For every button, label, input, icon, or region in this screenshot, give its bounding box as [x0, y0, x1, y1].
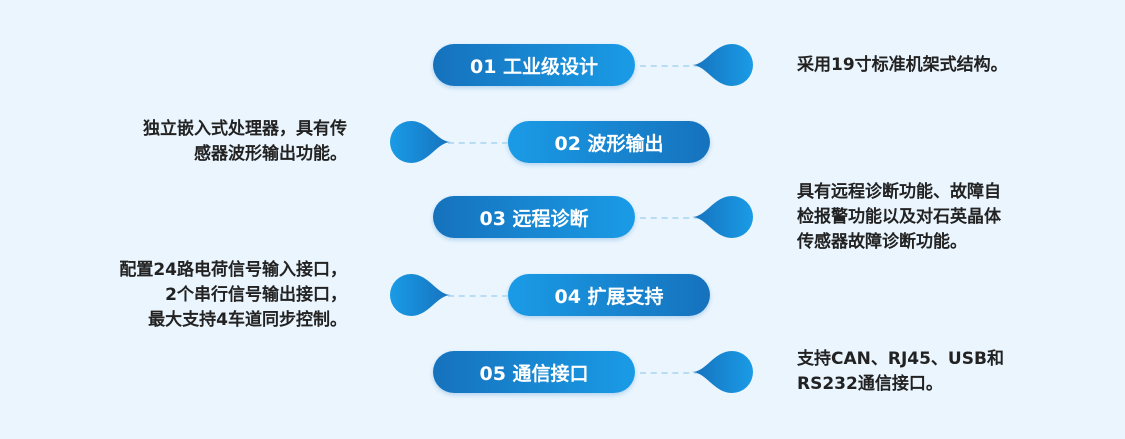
feature-title-pill: 04 扩展支持 [508, 274, 710, 316]
dashed-connector [640, 372, 700, 374]
description-line: 支持CAN、RJ45、USB和 [797, 349, 1004, 369]
description-line: 最大支持4车道同步控制。 [148, 309, 347, 330]
dashed-connector [448, 142, 508, 144]
description-line: 感器波形输出功能。 [194, 144, 347, 164]
description-line: 配置24路电荷信号输入接口， [119, 259, 347, 280]
description-line: 独立嵌入式处理器，具有传 [143, 119, 347, 139]
dashed-connector [448, 295, 508, 297]
feature-description: 配置24路电荷信号输入接口， 2个串行信号输出接口， 最大支持4车道同步控制。 [119, 258, 347, 333]
description-line: 具有远程诊断功能、故障自 [797, 181, 1001, 202]
feature-title-pill: 02 波形输出 [508, 121, 710, 163]
dashed-connector [640, 65, 700, 67]
description-line: RS232通信接口。 [797, 374, 943, 394]
dashed-connector [640, 217, 700, 219]
description-line: 采用19寸标准机架式结构。 [797, 54, 1008, 75]
feature-description: 支持CAN、RJ45、USB和 RS232通信接口。 [797, 347, 1004, 397]
feature-description: 独立嵌入式处理器，具有传感器波形输出功能。 [143, 117, 347, 167]
droplet-icon [390, 274, 451, 316]
description-line: 2个串行信号输出接口， [165, 284, 347, 305]
description-line: 传感器故障诊断功能。 [797, 231, 967, 252]
feature-description: 具有远程诊断功能、故障自检报警功能以及对石英晶体传感器故障诊断功能。 [797, 180, 1001, 255]
droplet-icon [692, 44, 753, 86]
droplet-icon [390, 121, 451, 163]
feature-title-pill: 01 工业级设计 [433, 44, 635, 86]
feature-description: 采用19寸标准机架式结构。 [797, 53, 1008, 78]
droplet-icon [692, 196, 753, 238]
feature-title-pill: 05 通信接口 [433, 351, 635, 393]
droplet-icon [692, 351, 753, 393]
feature-title-pill: 03 远程诊断 [433, 196, 635, 238]
description-line: 检报警功能以及对石英晶体 [797, 206, 1001, 227]
